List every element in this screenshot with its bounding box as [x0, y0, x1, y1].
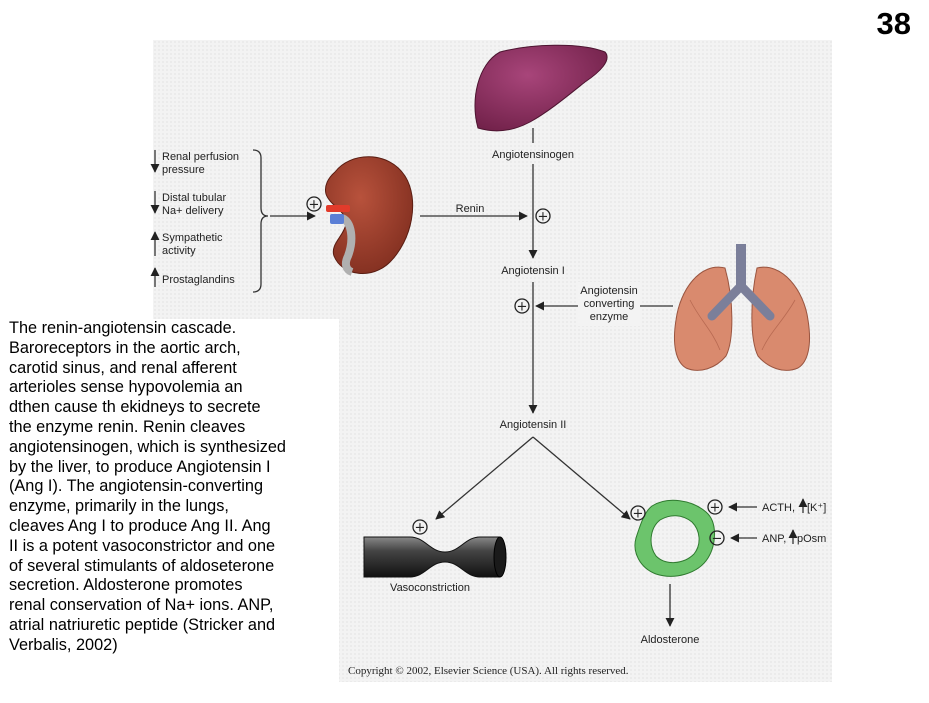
posm-label: pOsm: [797, 533, 826, 545]
ace-label-line3: enzyme: [590, 311, 629, 323]
svg-text:−: −: [712, 532, 723, 547]
ace-label-bg: [578, 282, 640, 326]
stimulus-3-line2: activity: [162, 245, 196, 257]
stimuli-brace: [252, 149, 269, 293]
plus-icon: +: [535, 208, 551, 225]
plus-icon: +: [707, 499, 723, 516]
stimulus-2-line2: Na+ delivery: [162, 205, 224, 217]
svg-text:+: +: [538, 210, 549, 225]
kidney-illustration: [325, 156, 414, 276]
stimulus-3-line1: Sympathetic: [162, 232, 223, 244]
stimulus-1-line1: Renal perfusion: [162, 151, 239, 163]
angiotensin-2-label: Angiotensin II: [500, 419, 567, 431]
vasoconstriction-label: Vasoconstriction: [390, 582, 470, 594]
renin-label: Renin: [456, 203, 485, 215]
anp-label: ANP,: [762, 533, 786, 545]
angiotensinogen-label: Angiotensinogen: [492, 149, 574, 161]
plus-icon: +: [412, 519, 428, 536]
svg-text:+: +: [517, 300, 528, 315]
vasoconstriction-illustration: [363, 536, 507, 578]
arrow-ang2-to-vessel: [435, 436, 534, 520]
lungs-illustration: [673, 244, 811, 371]
plus-icon: +: [306, 196, 322, 213]
liver-illustration: [474, 44, 608, 132]
acth-label: ACTH,: [762, 502, 795, 514]
page-number: 38: [876, 6, 911, 41]
plus-icon: +: [630, 505, 646, 522]
svg-text:+: +: [415, 521, 426, 536]
ace-label-line2: converting: [584, 298, 635, 310]
adrenal-illustration: [634, 499, 715, 577]
arrow-ang2-to-adrenal: [532, 436, 631, 520]
figure-caption: The renin-angiotensin cascade. Barorecep…: [9, 319, 339, 699]
stimulus-2-line1: Distal tubular: [162, 192, 227, 204]
svg-text:+: +: [309, 198, 320, 213]
minus-icon: −: [709, 530, 725, 547]
svg-text:+: +: [710, 501, 721, 516]
stimulus-4-line1: Prostaglandins: [162, 274, 235, 286]
svg-text:+: +: [633, 507, 644, 522]
stimuli-list: Renal perfusion pressure Distal tubular …: [150, 150, 239, 287]
stimulus-1-line2: pressure: [162, 164, 205, 176]
plus-icon: +: [514, 298, 530, 315]
potassium-label: [K⁺]: [807, 502, 826, 514]
angiotensin-1-label: Angiotensin I: [501, 265, 565, 277]
ace-label-line1: Angiotensin: [580, 285, 638, 297]
aldosterone-label: Aldosterone: [641, 634, 700, 646]
copyright-text: Copyright © 2002, Elsevier Science (USA)…: [348, 665, 629, 677]
